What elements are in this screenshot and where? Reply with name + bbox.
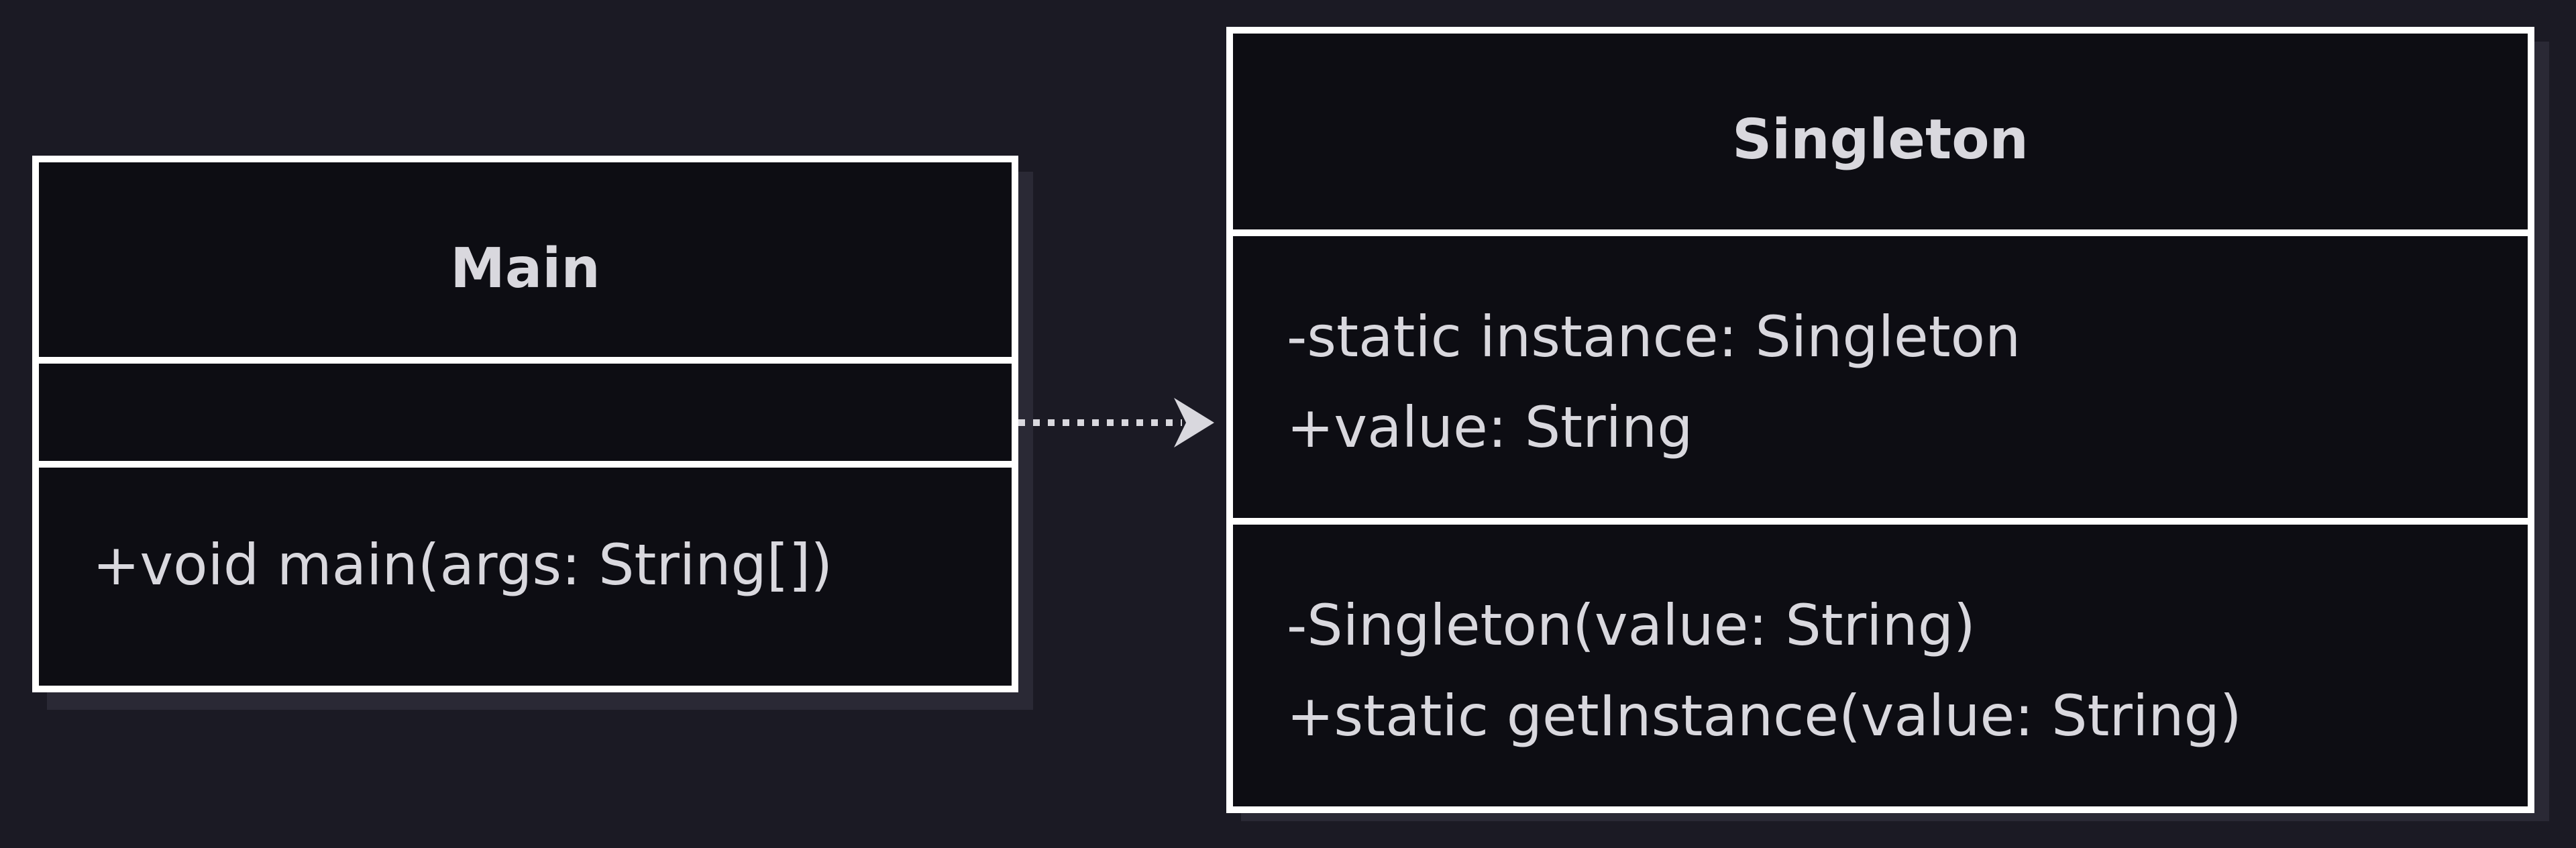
class-main-name-compartment: Main	[39, 162, 1012, 357]
class-main-method: +void main(args: String[])	[93, 532, 833, 598]
class-main-title: Main	[450, 237, 600, 301]
class-main-divider-2	[39, 461, 1012, 468]
class-singleton-attribute: -static instance: Singleton	[1287, 304, 2021, 370]
class-singleton-attribute: +value: String	[1287, 394, 1693, 460]
class-main-methods-compartment: +void main(args: String[])	[39, 468, 1012, 686]
open-arrowhead-icon	[1174, 398, 1214, 447]
class-singleton-method: -Singleton(value: String)	[1287, 592, 1976, 658]
class-main[interactable]: Main +void main(args: String[])	[32, 156, 1018, 692]
class-singleton-method: +static getInstance(value: String)	[1287, 683, 2242, 749]
class-main-divider-1	[39, 357, 1012, 364]
class-singleton-divider-1	[1233, 229, 2528, 236]
class-singleton[interactable]: Singleton -static instance: Singleton +v…	[1226, 27, 2534, 813]
class-singleton-title: Singleton	[1732, 108, 2029, 172]
class-singleton-divider-2	[1233, 518, 2528, 525]
class-singleton-methods-compartment: -Singleton(value: String) +static getIns…	[1233, 525, 2528, 806]
class-singleton-attributes-compartment: -static instance: Singleton +value: Stri…	[1233, 236, 2528, 518]
class-singleton-name-compartment: Singleton	[1233, 34, 2528, 229]
